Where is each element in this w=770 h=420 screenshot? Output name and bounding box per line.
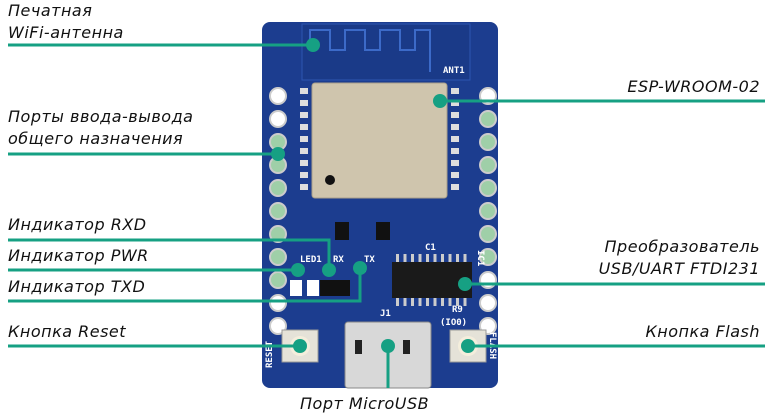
silk-r9: R9 [452,305,463,315]
label-module: ESP-WROOM-02 [627,77,760,96]
header-pin [479,156,497,174]
chip-pin [448,298,452,306]
chip-pin [396,254,399,262]
antenna-trace [309,29,431,72]
transistor [335,222,349,240]
header-pin [269,225,287,243]
chip-pin [426,254,429,262]
module-pad [451,112,459,118]
module-pad [300,160,308,166]
module-pad [451,172,459,178]
label-line: Преобразователь [604,237,760,256]
chip-pin [426,298,429,306]
module-pad [451,100,459,106]
silk-ant: ANT1 [443,66,465,76]
diode [290,280,302,296]
header-pin [479,202,497,220]
chip-pin [411,298,414,306]
module-pad [451,136,459,142]
chip-pin [411,254,414,262]
module-pad [300,88,308,94]
module-pad [451,184,459,190]
regulator [320,280,350,296]
label-pwr: Индикатор PWR [8,246,149,265]
module-pad [451,148,459,154]
chip-pin [463,298,467,306]
module-pad [300,112,308,118]
module-pad [300,184,308,190]
module-dot [325,175,335,185]
chip-pin [448,254,452,262]
header-pin [479,179,497,197]
esp-module [311,82,448,199]
label-rxd: Индикатор RXD [8,215,147,234]
module-pad [300,136,308,142]
chip-pin [396,298,399,306]
module-pad [451,160,459,166]
header-pin [269,110,287,128]
label-line: USB/UART FTDI231 [598,259,760,278]
header-pin [269,202,287,220]
usb-pad [355,340,362,354]
silk-tx: TX [364,255,375,265]
header-pin [269,271,287,289]
label-gpio: Порты ввода-вывода общего назначения [8,106,193,150]
label-reset: Кнопка Reset [8,322,127,341]
label-txd: Индикатор TXD [8,277,146,296]
header-pin [479,294,497,312]
header-pin [479,248,497,266]
label-line: Порты ввода-вывода [8,107,194,126]
chip-pin [433,298,437,306]
module-pad [300,100,308,106]
label-line: общего назначения [8,129,184,148]
header-pin [479,110,497,128]
module-pad [300,148,308,154]
label-flash: Кнопка Flash [645,322,760,341]
chip-pin [456,298,459,306]
chip-pin [433,254,437,262]
label-line: WiFi-антенна [8,23,124,42]
header-pin [269,294,287,312]
chip-pin [463,254,467,262]
leader-dots [271,38,475,353]
header-pin [479,133,497,151]
silk-ic: IC1 [475,250,485,266]
leader-lines [8,43,765,388]
silk-j1: J1 [380,309,391,319]
silk-reset: RESET [265,340,275,368]
chip-pin [456,254,459,262]
silk-led: LED1 [300,255,322,265]
chip-pin [403,298,407,306]
header-pins [269,87,497,335]
chip-pin [403,254,407,262]
chip-pin [418,254,422,262]
chip-pins [396,254,467,306]
chip-pin [418,298,422,306]
silk-rx: RX [333,255,344,265]
header-pin [269,248,287,266]
header-pin [479,225,497,243]
ftdi-chip [392,262,472,298]
module-pad [300,124,308,130]
module-pad [451,124,459,130]
usb-pad [403,340,410,354]
silk-c1: C1 [425,243,436,253]
label-usb: Порт MicroUSB [300,394,430,413]
silk-io0: (IO0) [440,318,467,328]
diode [307,280,319,296]
transistor [376,222,390,240]
module-pad [451,88,459,94]
header-pin [479,271,497,289]
chip-pin [441,254,444,262]
chip-pin [441,298,444,306]
module-pad [300,172,308,178]
label-line: Печатная [8,1,93,20]
header-pin [269,87,287,105]
header-pin [269,179,287,197]
module-pads [300,88,459,190]
